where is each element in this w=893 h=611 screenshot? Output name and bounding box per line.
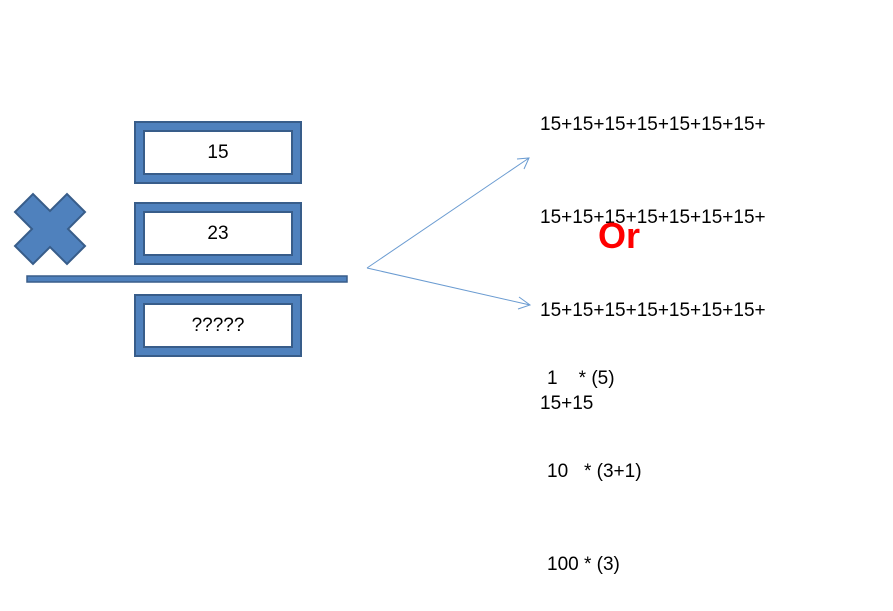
multiplier-value: 23 [143,211,293,256]
multiplicand-box: 15 [134,121,302,184]
arrow-up-icon [366,157,530,269]
result-value: ????? [143,303,293,348]
place-value-line: 10 * (3+1) [547,461,642,482]
multiplier-box: 23 [134,202,302,265]
repeated-addition-line: 15+15+15+15+15+15+15+ [540,114,766,135]
multiply-icon [13,192,87,266]
repeated-addition-line: 15+15+15+15+15+15+15+ [540,207,766,228]
sum-divider-line [26,275,348,283]
place-value-line: 1 * (5) [547,368,615,389]
arrow-down-icon [366,267,532,310]
repeated-addition-text: 15+15+15+15+15+15+15+ 15+15+15+15+15+15+… [540,47,766,450]
or-label: Or [598,215,641,256]
multiplicand-value: 15 [143,130,293,175]
result-box: ????? [134,294,302,357]
diagram-canvas [13,157,532,310]
place-value-line: 100 * (3) [547,554,620,575]
repeated-addition-line: 15+15+15+15+15+15+15+ [540,300,766,321]
repeated-addition-line: 15+15 [540,393,594,414]
place-value-text: 1 * (5) 10 * (3+1) 100 * (3) [547,301,642,611]
